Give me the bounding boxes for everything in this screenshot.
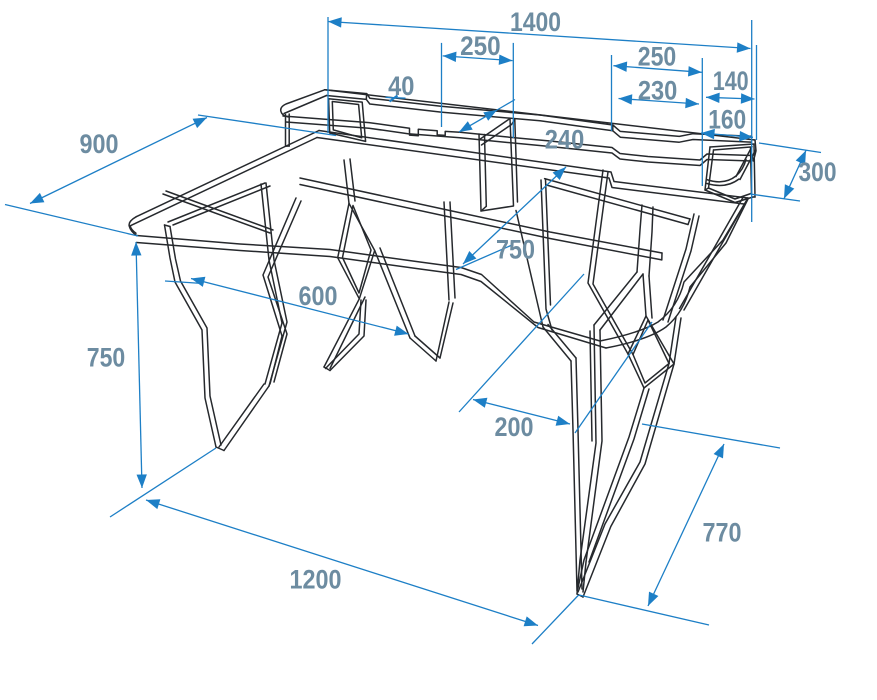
svg-text:770: 770 [703,518,742,548]
svg-text:230: 230 [638,76,678,106]
svg-text:1200: 1200 [290,565,342,595]
svg-text:900: 900 [80,129,119,159]
svg-text:160: 160 [708,104,746,134]
svg-text:300: 300 [799,157,837,187]
svg-text:200: 200 [495,412,534,442]
svg-text:250: 250 [638,42,677,72]
svg-text:600: 600 [299,281,338,311]
svg-text:750: 750 [87,342,126,372]
svg-text:240: 240 [545,125,585,155]
svg-text:750: 750 [496,235,535,265]
svg-text:40: 40 [388,71,414,101]
svg-text:1400: 1400 [510,7,561,37]
svg-text:250: 250 [460,31,501,61]
svg-text:140: 140 [713,66,749,96]
